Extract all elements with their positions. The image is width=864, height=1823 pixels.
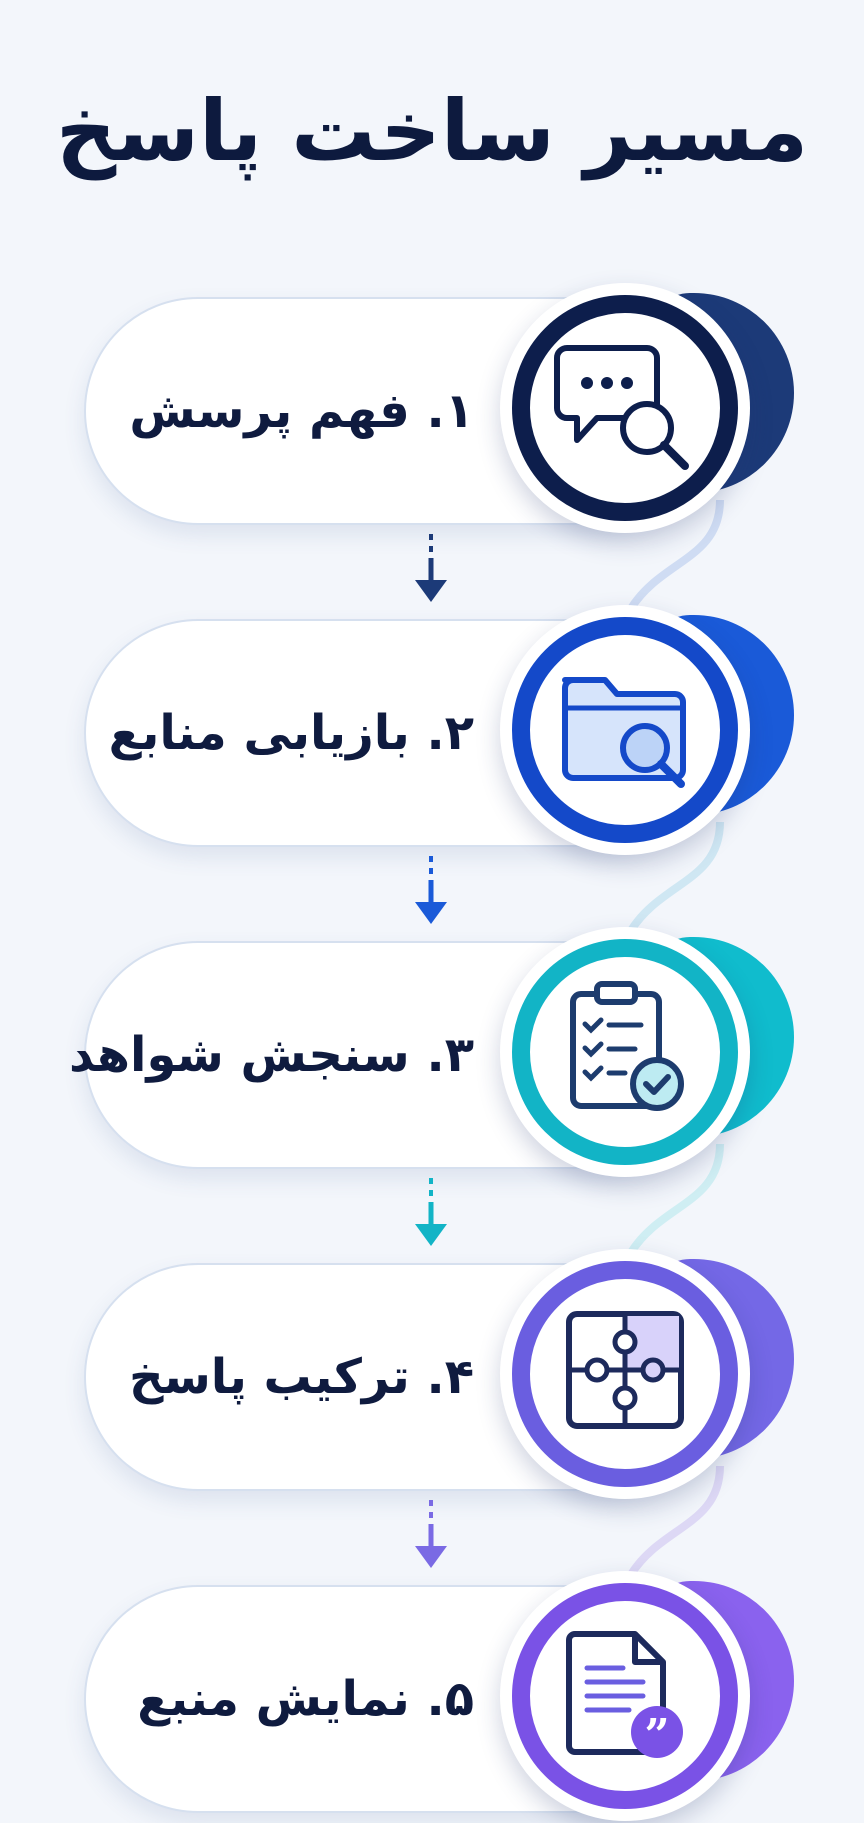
arrow-down-icon [415,1178,447,1246]
document-quote-icon: ” [566,1631,683,1761]
step-label: ۴. ترکیب پاسخ [129,1349,474,1405]
step-5: ۵. نمایش منبع ” [0,1563,864,1823]
checklist-check-icon [570,981,684,1111]
step-label: ۱. فهم پرسش [129,383,474,439]
step-3: ۳. سنجش شواهد [0,919,864,1179]
chat-search-icon [554,345,689,470]
arrow-down-icon [415,856,447,924]
connector-curve [626,822,724,932]
connector-curve [626,500,724,610]
arrow-down-icon [415,534,447,602]
step-label: ۵. نمایش منبع [137,1671,474,1727]
svg-text:”: ” [644,1710,669,1761]
step-1: ۱. فهم پرسش [0,275,864,535]
arrow-down-icon [415,1500,447,1568]
step-label: ۳. سنجش شواهد [69,1027,474,1083]
puzzle-icon [566,1311,684,1429]
connector-curve [626,1144,724,1254]
step-label: ۲. بازیابی منابع [108,705,474,761]
step-4: ۴. ترکیب پاسخ [0,1241,864,1501]
step-2: ۲. بازیابی منابع [0,597,864,857]
folder-search-icon [562,677,686,788]
connector-curve [626,1466,724,1576]
page-title: مسیر ساخت پاسخ [55,82,809,180]
